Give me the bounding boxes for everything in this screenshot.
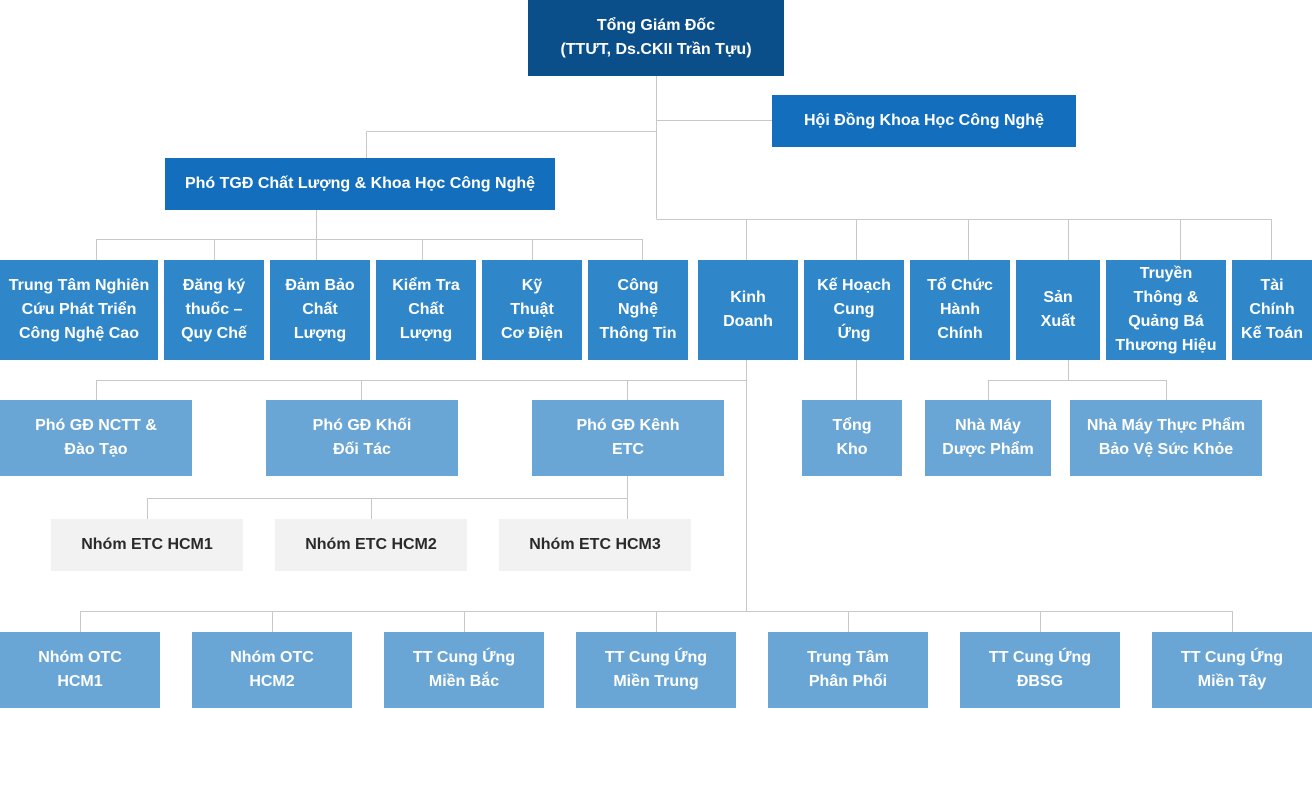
node-etc-hcm1: Nhóm ETC HCM1 — [51, 519, 243, 571]
node-communications: Truyền Thông & Quảng Bá Thương Hiệu — [1106, 260, 1226, 360]
node-vp-nctt: Phó GĐ NCTT & Đào Tạo — [0, 400, 192, 476]
node-supply-dbsg: TT Cung Ứng ĐBSG — [960, 632, 1120, 708]
node-science-council: Hội Đồng Khoa Học Công Nghệ — [772, 95, 1076, 147]
node-ceo: Tổng Giám Đốc (TTƯT, Ds.CKII Trần Tựu) — [528, 0, 784, 76]
node-quality-assurance: Đảm Bảo Chất Lượng — [270, 260, 370, 360]
node-supply-west: TT Cung Ứng Miền Tây — [1152, 632, 1312, 708]
node-pharma-factory: Nhà Máy Dược Phẩm — [925, 400, 1051, 476]
node-otc-hcm2: Nhóm OTC HCM2 — [192, 632, 352, 708]
node-etc-hcm2: Nhóm ETC HCM2 — [275, 519, 467, 571]
node-supply-planning: Kế Hoạch Cung Ứng — [804, 260, 904, 360]
node-information-technology: Công Nghệ Thông Tin — [588, 260, 688, 360]
node-finance: Tài Chính Kế Toán — [1232, 260, 1312, 360]
node-supply-central: TT Cung Ứng Miền Trung — [576, 632, 736, 708]
node-business: Kinh Doanh — [698, 260, 798, 360]
node-etc-hcm3: Nhóm ETC HCM3 — [499, 519, 691, 571]
node-deputy-quality: Phó TGĐ Chất Lượng & Khoa Học Công Nghệ — [165, 158, 555, 210]
node-production: Sản Xuất — [1016, 260, 1100, 360]
node-distribution-center: Trung Tâm Phân Phối — [768, 632, 928, 708]
node-rnd-center: Trung Tâm Nghiên Cứu Phát Triển Công Ngh… — [0, 260, 158, 360]
node-drug-registration: Đăng ký thuốc – Quy Chế — [164, 260, 264, 360]
node-food-factory: Nhà Máy Thực Phẩm Bảo Vệ Sức Khỏe — [1070, 400, 1262, 476]
node-vp-partners: Phó GĐ Khối Đối Tác — [266, 400, 458, 476]
node-supply-north: TT Cung Ứng Miền Bắc — [384, 632, 544, 708]
node-quality-control: Kiểm Tra Chất Lượng — [376, 260, 476, 360]
node-otc-hcm1: Nhóm OTC HCM1 — [0, 632, 160, 708]
node-vp-etc: Phó GĐ Kênh ETC — [532, 400, 724, 476]
node-main-warehouse: Tổng Kho — [802, 400, 902, 476]
node-administration: Tổ Chức Hành Chính — [910, 260, 1010, 360]
node-mechanical-electrical: Kỹ Thuật Cơ Điện — [482, 260, 582, 360]
